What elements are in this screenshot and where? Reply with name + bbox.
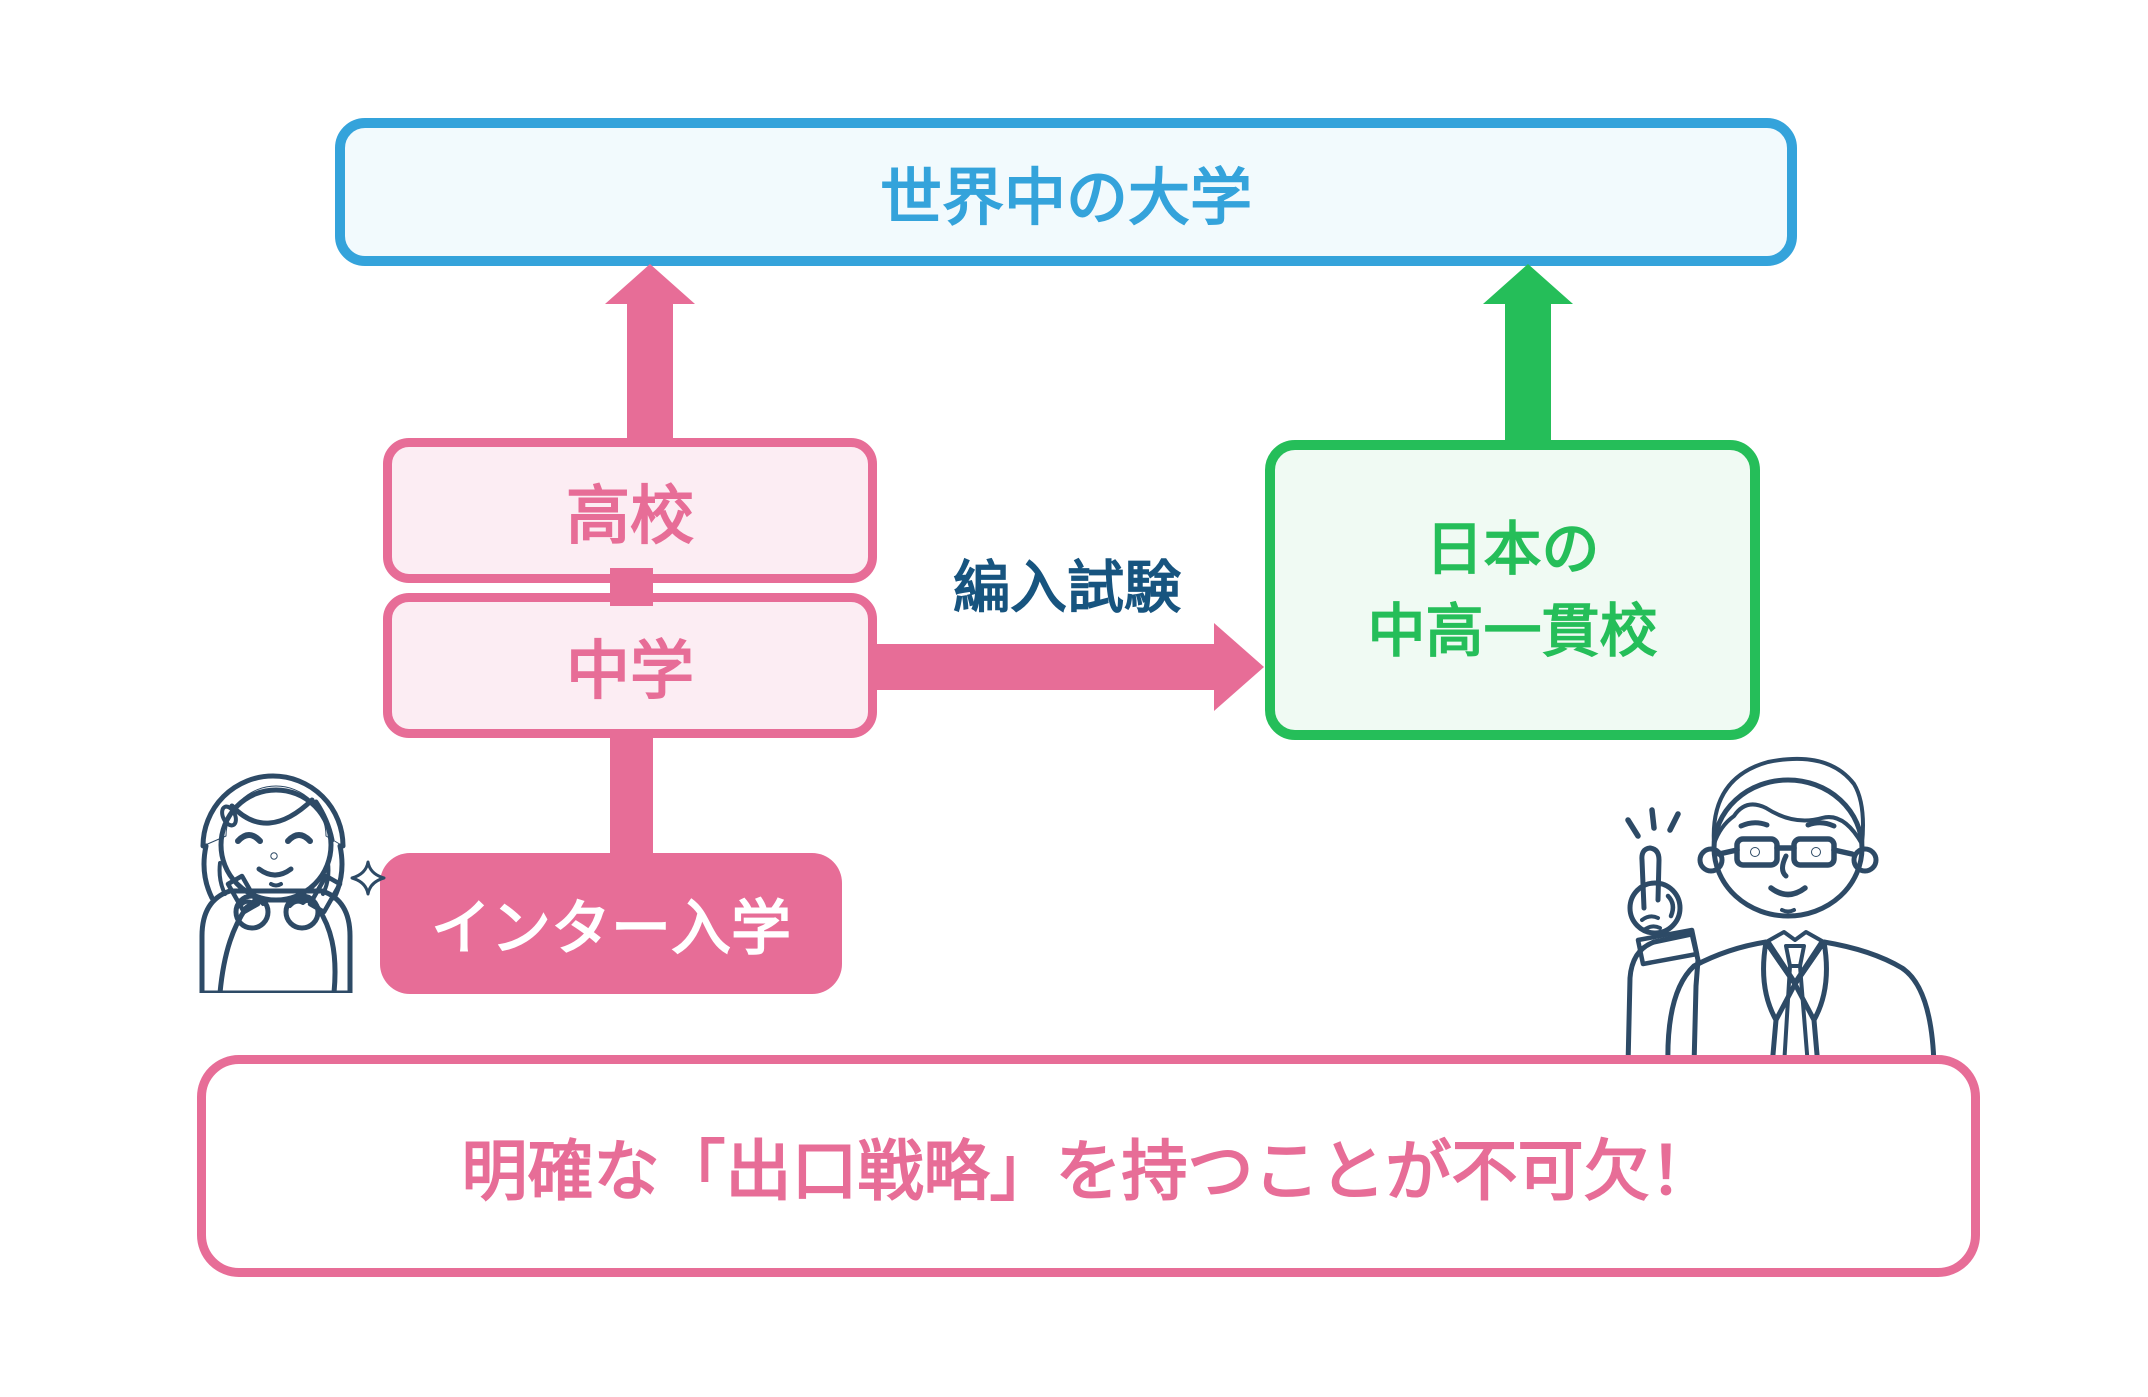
man-face bbox=[1711, 777, 1865, 919]
girl-fist-left bbox=[233, 893, 271, 931]
man-ear-left bbox=[1697, 846, 1725, 874]
girl-torso bbox=[199, 888, 353, 993]
transfer-exam-label: 編入試験 bbox=[953, 555, 1181, 621]
man-lapel-right bbox=[1792, 939, 1829, 1023]
node-inter-admission-label: インター入学 bbox=[431, 894, 791, 964]
man-thumb bbox=[1665, 893, 1676, 919]
arrow-japaneseschool-to-universities-head bbox=[1483, 264, 1573, 304]
conclusion-banner-text: 明確な「出口戦略」を持つことが不可欠！ bbox=[461, 1133, 1716, 1210]
node-junior-high-label: 中学 bbox=[566, 634, 694, 709]
girl-hair-strand-left-accent bbox=[217, 861, 227, 896]
man-index-finger bbox=[1639, 845, 1662, 911]
man-fist bbox=[1627, 880, 1683, 936]
man-chin-mark bbox=[1780, 908, 1796, 914]
teacher-pointing-illustration bbox=[1625, 756, 1937, 1066]
girl-eye-right bbox=[285, 832, 313, 844]
man-raised-arm-sleeve bbox=[1625, 931, 1701, 1066]
man-eye-left bbox=[1750, 847, 1760, 857]
arrow-japaneseschool-to-universities-shaft bbox=[1505, 302, 1551, 442]
node-high-school: 高校 bbox=[383, 438, 877, 583]
girl-hair-strand-right bbox=[331, 843, 345, 901]
girl-fist-right-fingers bbox=[288, 898, 315, 908]
sparkle-icon bbox=[350, 860, 386, 896]
node-japanese-secondary-line2: 中高一貫校 bbox=[1367, 597, 1658, 665]
girl-nose bbox=[270, 852, 278, 860]
man-tie bbox=[1782, 964, 1810, 1066]
man-glasses-bridge bbox=[1716, 845, 1855, 857]
node-worldwide-universities-label: 世界中の大学 bbox=[879, 161, 1252, 234]
girl-face bbox=[218, 787, 334, 903]
man-fist-knuckles bbox=[1640, 914, 1662, 932]
man-eyebrow-left bbox=[1738, 820, 1770, 829]
arrow-juniorhigh-to-japaneseschool-shaft bbox=[875, 644, 1215, 690]
girl-hairpin bbox=[220, 804, 238, 828]
girl-hair-strand-right-accent bbox=[321, 861, 331, 896]
node-inter-admission: インター入学 bbox=[380, 853, 842, 994]
girl-hair-side-sweep bbox=[313, 799, 335, 843]
girl-hair-outline bbox=[200, 773, 346, 849]
man-nose bbox=[1780, 853, 1789, 879]
man-shirt-cuff bbox=[1635, 927, 1700, 967]
girl-chin-mark bbox=[269, 882, 283, 888]
man-eye-right bbox=[1811, 847, 1821, 857]
node-japanese-secondary-line1: 日本の bbox=[1425, 514, 1600, 583]
arrow-highschool-to-universities-shaft bbox=[627, 302, 673, 440]
girl-fist-left-fingers bbox=[238, 898, 265, 908]
emphasis-marks-icon bbox=[1625, 807, 1681, 839]
node-high-school-label: 高校 bbox=[566, 479, 694, 554]
node-japanese-secondary-school: 日本の 中高一貫校 bbox=[1265, 440, 1760, 740]
man-ear-right bbox=[1851, 846, 1879, 874]
man-tie-knot bbox=[1784, 944, 1806, 968]
man-lapel-left bbox=[1761, 939, 1798, 1023]
connector-juniorhigh-to-highschool bbox=[610, 568, 653, 606]
arrow-juniorhigh-to-japaneseschool-head bbox=[1214, 623, 1264, 711]
node-junior-high: 中学 bbox=[383, 593, 877, 738]
man-glasses-right-lens bbox=[1791, 836, 1837, 868]
arrow-highschool-to-universities-head bbox=[605, 264, 695, 304]
girl-mouth bbox=[256, 866, 294, 878]
girl-hair-strand-left bbox=[201, 843, 215, 901]
girl-fist-right bbox=[283, 893, 321, 931]
node-worldwide-universities: 世界中の大学 bbox=[335, 118, 1797, 266]
man-eyebrow-right bbox=[1805, 820, 1837, 829]
conclusion-banner: 明確な「出口戦略」を持つことが不可欠！ bbox=[197, 1055, 1980, 1277]
man-glasses-left-lens bbox=[1734, 836, 1780, 868]
man-mouth bbox=[1768, 885, 1808, 898]
girl-hair-fringe bbox=[229, 797, 315, 826]
connector-inter-to-juniorhigh bbox=[610, 730, 653, 860]
girl-character-illustration bbox=[199, 773, 353, 993]
man-hair bbox=[1711, 756, 1865, 846]
girl-eye-left bbox=[235, 832, 263, 844]
